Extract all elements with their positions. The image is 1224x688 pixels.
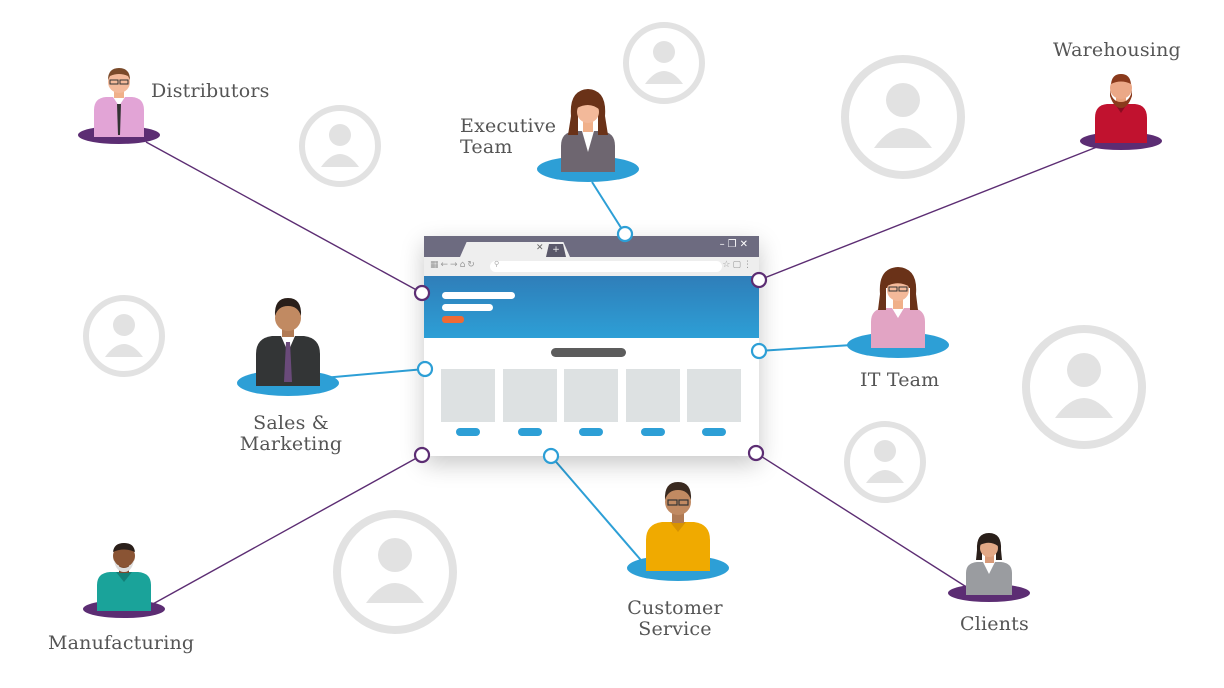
node-label-executive-team: Executive Team: [460, 116, 556, 158]
label-line: Sales &: [253, 412, 329, 434]
label-line: Clients: [960, 613, 1029, 635]
user-avatar-placeholder-icon: [83, 295, 165, 377]
card-button-placeholder: [579, 428, 603, 436]
address-bar: ⚲: [490, 260, 722, 272]
node-label-manufacturing: Manufacturing: [48, 633, 194, 654]
product-card-placeholder: [503, 369, 557, 422]
label-line: Warehousing: [1053, 39, 1181, 61]
connector-dot: [616, 225, 634, 243]
person-icon: [948, 533, 1030, 602]
connector-dot: [542, 447, 560, 465]
person-icon: [83, 543, 165, 618]
bookmark-icons: ☆▢⋮: [722, 260, 754, 270]
person-icon: [627, 482, 729, 581]
hero-button-placeholder: [442, 316, 464, 323]
node-label-sales-marketing: Sales & Marketing: [240, 413, 343, 455]
label-line: Manufacturing: [48, 632, 195, 654]
user-avatar-placeholder-icon: [333, 510, 457, 634]
hero-subtitle-placeholder: [442, 304, 493, 311]
connector-dot: [413, 446, 431, 464]
window-controls-icon: –❐✕: [719, 239, 751, 250]
node-label-clients: Clients: [960, 614, 1029, 635]
connector-dot: [747, 444, 765, 462]
product-card-placeholder: [564, 369, 618, 422]
product-card-placeholder: [687, 369, 741, 422]
person-icon: [537, 89, 639, 182]
product-card-placeholder: [626, 369, 680, 422]
person-icon: [237, 298, 339, 396]
website-hero-banner: [424, 276, 759, 338]
node-label-distributors: Distributors: [151, 81, 270, 102]
label-line: Team: [460, 136, 513, 158]
label-line: Executive: [460, 115, 557, 137]
browser-titlebar: ✕ + –❐✕: [424, 236, 759, 257]
user-avatar-placeholder-icon: [841, 55, 965, 179]
card-button-placeholder: [456, 428, 480, 436]
label-line: Customer: [627, 597, 723, 619]
connector-dot: [750, 342, 768, 360]
edge-manufacturing: [141, 454, 423, 611]
person-icon: [78, 68, 160, 144]
navigation-icons: ▦←→⌂↻: [430, 260, 477, 270]
connector-dot: [750, 271, 768, 289]
node-label-warehousing: Warehousing: [1053, 40, 1181, 61]
connector-dot: [413, 284, 431, 302]
user-avatar-placeholder-icon: [844, 421, 926, 503]
person-icon: [1080, 74, 1162, 150]
edge-it-team: [758, 344, 853, 352]
card-button-placeholder: [702, 428, 726, 436]
user-avatar-placeholder-icon: [623, 22, 705, 104]
user-avatar-placeholder-icon: [299, 105, 381, 187]
label-line: Marketing: [239, 433, 343, 455]
edge-customer-service: [550, 455, 647, 567]
edge-warehousing: [758, 144, 1103, 281]
label-line: IT Team: [860, 369, 940, 391]
tab-close-icon: ✕: [536, 243, 544, 253]
node-label-it-team: IT Team: [860, 370, 939, 391]
product-card-placeholder: [441, 369, 495, 422]
label-line: Service: [638, 618, 712, 640]
card-button-placeholder: [518, 428, 542, 436]
edge-distributors: [145, 141, 423, 294]
search-icon: ⚲: [494, 260, 500, 268]
section-heading-placeholder: [551, 348, 626, 357]
node-label-customer-service: Customer Service: [627, 598, 723, 640]
edge-clients: [755, 452, 969, 589]
edge-sales-marketing: [322, 368, 426, 379]
browser-window-icon: ✕ + –❐✕ ▦←→⌂↻ ⚲ ☆▢⋮: [424, 236, 759, 456]
person-icon: [847, 267, 949, 358]
edge-executive-team: [591, 181, 626, 235]
hero-title-placeholder: [442, 292, 515, 299]
card-button-placeholder: [641, 428, 665, 436]
connector-dot: [416, 360, 434, 378]
browser-tab: [460, 242, 570, 257]
label-line: Distributors: [151, 80, 270, 102]
user-avatar-placeholder-icon: [1022, 325, 1146, 449]
new-tab-icon: +: [546, 244, 566, 257]
